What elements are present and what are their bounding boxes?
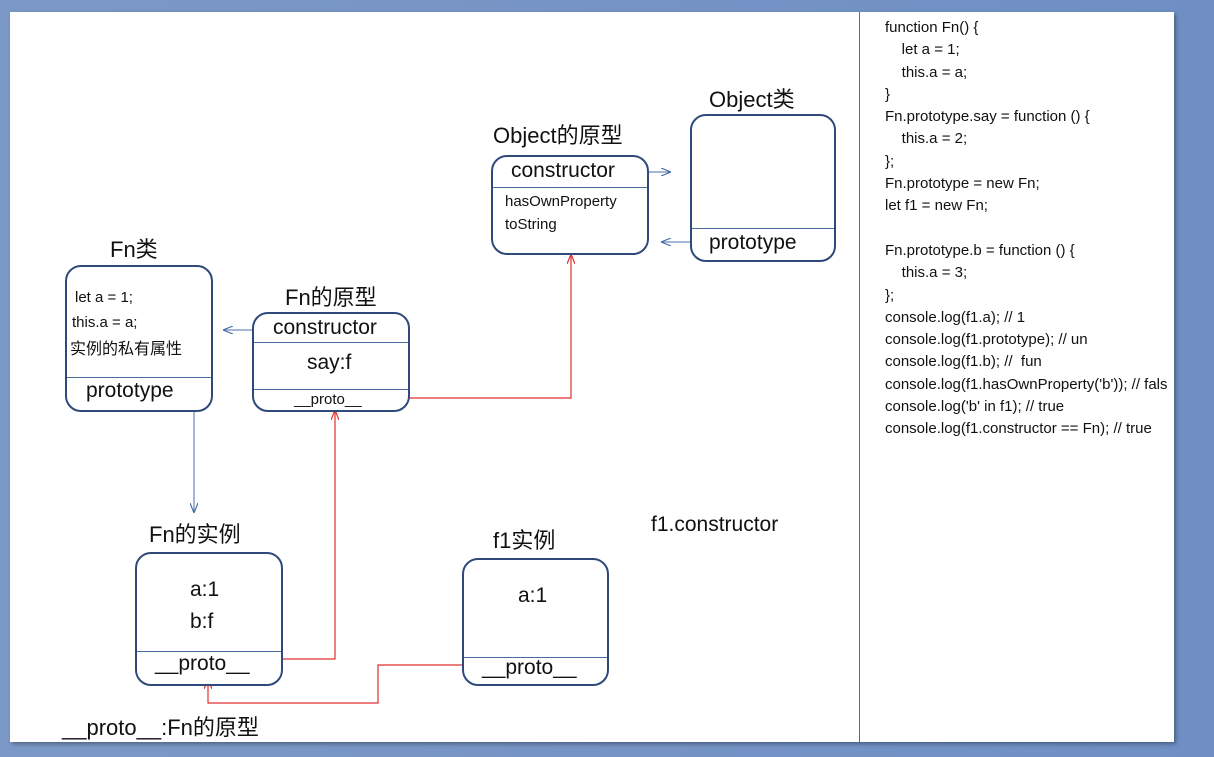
code-line: this.a = 3; — [885, 264, 968, 282]
arrow-instance-proto-to-fn-proto — [282, 411, 335, 660]
code-line: console.log(f1.hasOwnProperty('b')); // … — [885, 375, 1168, 393]
code-line: function Fn() { — [885, 19, 979, 36]
divider-line — [137, 651, 281, 652]
f1-proto-label: __proto__ — [482, 656, 577, 679]
code-line: Fn.prototype = new Fn; — [885, 175, 1040, 193]
object-proto-title: Object的原型 — [493, 123, 623, 148]
divider-line — [67, 377, 211, 378]
object-class-box: prototype — [690, 114, 836, 262]
code-line: console.log(f1.constructor == Fn); // tr… — [885, 420, 1152, 438]
has-own-property-label: hasOwnProperty — [505, 193, 617, 210]
divider-line — [692, 228, 834, 229]
fn-proto-proto-label: __proto__ — [294, 391, 362, 408]
code-line: let a = 1; — [885, 41, 960, 59]
fn-proto-title: Fn的原型 — [285, 285, 377, 310]
divider-line — [254, 389, 408, 390]
f1-instance-box: a:1 __proto__ — [462, 558, 609, 686]
code-panel: function Fn() { let a = 1; this.a = a;} F… — [885, 17, 1168, 441]
slide: Object类 prototype Object的原型 constructor … — [10, 12, 1174, 742]
arrow-f1-proto-to-instance-proto — [208, 664, 462, 704]
fn-instance-title: Fn的实例 — [149, 522, 241, 547]
connector-layer — [10, 12, 690, 704]
fn-instance-box: a:1 b:f __proto__ — [135, 552, 283, 686]
code-line: this.a = a; — [885, 63, 968, 81]
code-line: Fn.prototype.say = function () { — [885, 108, 1090, 126]
panel-divider — [859, 12, 860, 742]
code-line: }; — [885, 152, 895, 170]
code-line: let f1 = new Fn; — [885, 197, 988, 215]
code-line: console.log('b' in f1); // true — [885, 398, 1065, 416]
fn-class-line-3: 实例的私有属性 — [70, 341, 183, 358]
divider-line — [464, 657, 607, 658]
code-line: Fn.prototype.b = function () { — [885, 241, 1075, 259]
fn-proto-box: constructor say:f __proto__ — [252, 312, 410, 412]
code-line: console.log(f1.prototype); // un — [885, 331, 1088, 349]
fn-prototype-label: prototype — [86, 379, 174, 402]
code-line: console.log(f1.b); // fun — [885, 353, 1042, 371]
code-line: } — [885, 85, 891, 103]
to-string-label: toString — [505, 216, 557, 233]
fn-class-line-2: this.a = a; — [72, 314, 138, 331]
arrow-fn-proto-proto-to-object-proto — [382, 255, 571, 399]
divider-line — [493, 187, 647, 188]
divider-line — [254, 342, 408, 343]
object-prototype-label: prototype — [709, 231, 797, 254]
fn-class-title: Fn类 — [110, 237, 158, 262]
instance-b-label: b:f — [190, 610, 214, 633]
code-line: console.log(f1.a); // 1 — [885, 308, 1026, 326]
code-line — [885, 218, 1168, 240]
f1-a-label: a:1 — [518, 584, 548, 607]
object-class-title: Object类 — [709, 87, 795, 112]
f1-instance-title: f1实例 — [493, 528, 556, 553]
f1-constructor-label: f1.constructor — [651, 513, 779, 536]
fn-class-line-1: let a = 1; — [75, 289, 133, 306]
instance-a-label: a:1 — [190, 578, 220, 601]
object-proto-box: constructor hasOwnProperty toString — [491, 155, 649, 255]
say-label: say:f — [307, 351, 352, 374]
code-line: this.a = 2; — [885, 130, 968, 148]
fn-constructor-label: constructor — [273, 316, 377, 339]
fn-class-box: let a = 1; this.a = a; 实例的私有属性 prototype — [65, 265, 213, 412]
object-constructor-label: constructor — [511, 159, 615, 182]
instance-proto-label: __proto__ — [155, 652, 250, 675]
proto-note: __proto__:Fn的原型 — [62, 715, 259, 740]
code-line: }; — [885, 286, 895, 304]
